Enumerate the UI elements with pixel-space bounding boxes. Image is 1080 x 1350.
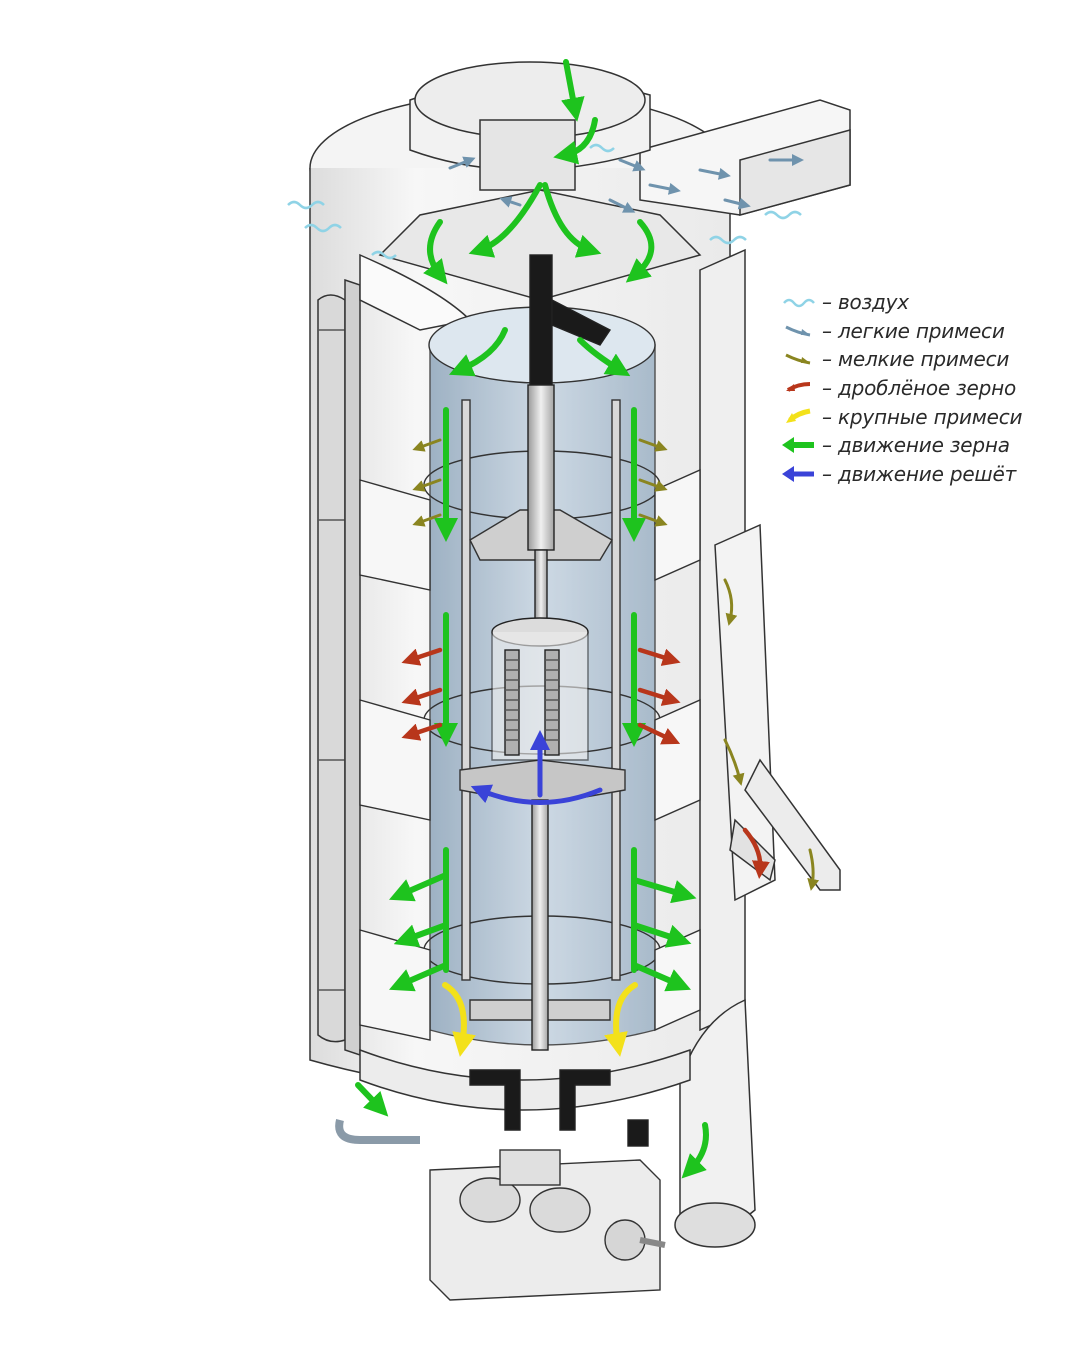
legend-item-coarse-impurities: – крупные примеси xyxy=(780,402,1070,431)
arrow-icon xyxy=(786,408,811,423)
legend: – воздух – легкие примеси – мелкие приме… xyxy=(780,288,1070,488)
legend-label: – движение решёт xyxy=(822,461,1017,486)
grain-flow-arrows xyxy=(355,59,709,1179)
fine-impurities-arrows xyxy=(412,438,820,891)
arrow-icon xyxy=(782,465,814,482)
sieve-motion-arrows xyxy=(470,730,603,805)
crushed-grain-arrows xyxy=(401,647,770,879)
light-impurities-arrows xyxy=(448,154,804,213)
legend-item-light-impurities: – легкие примеси xyxy=(780,317,1070,346)
legend-item-sieve-movement: – движение решёт xyxy=(780,460,1070,489)
drive-unit xyxy=(335,1119,666,1301)
arrow-icon xyxy=(785,325,811,337)
legend-label: – движение зерна xyxy=(822,433,1010,458)
legend-item-air: – воздух xyxy=(780,288,1070,317)
legend-label: – легкие примеси xyxy=(822,318,1005,343)
legend-label: – крупные примеси xyxy=(822,404,1023,429)
legend-label: – дроблёное зерно xyxy=(822,376,1017,401)
arrow-icon xyxy=(785,354,811,365)
legend-label: – воздух xyxy=(822,290,909,315)
legend-label: – мелкие примеси xyxy=(822,347,1010,372)
arrow-icon xyxy=(786,382,811,392)
central-shaft xyxy=(469,254,649,1147)
legend-item-crushed-grain: – дроблёное зерно xyxy=(780,374,1070,403)
air-flow-waves xyxy=(287,143,802,260)
arrow-icon xyxy=(782,437,814,454)
legend-item-fine-impurities: – мелкие примеси xyxy=(780,345,1070,374)
coarse-impurities-arrows xyxy=(442,982,638,1057)
wave-icon xyxy=(783,299,815,308)
legend-item-grain-movement: – движение зерна xyxy=(780,431,1070,460)
